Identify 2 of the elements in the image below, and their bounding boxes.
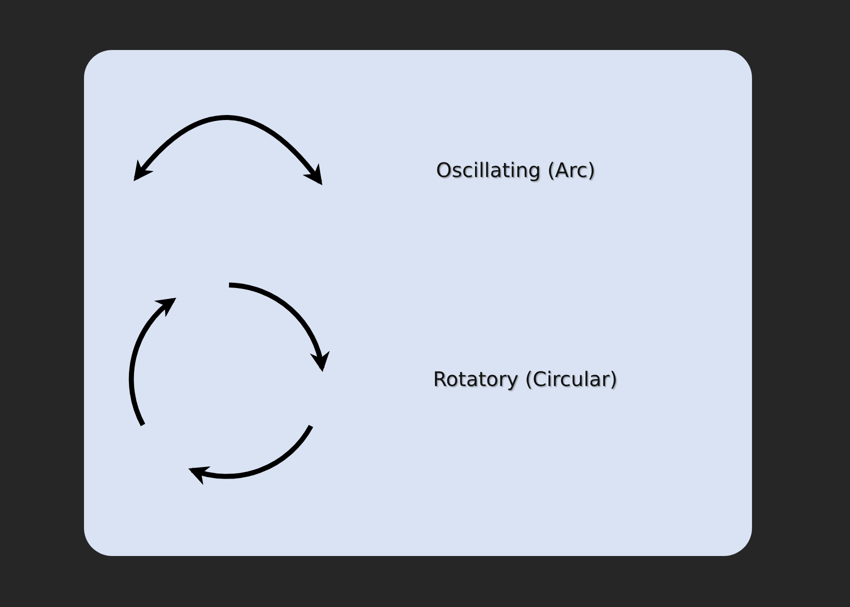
motion-label: Oscillating (Arc) xyxy=(436,158,596,182)
motion-label: Rotatory (Circular) xyxy=(433,367,618,391)
